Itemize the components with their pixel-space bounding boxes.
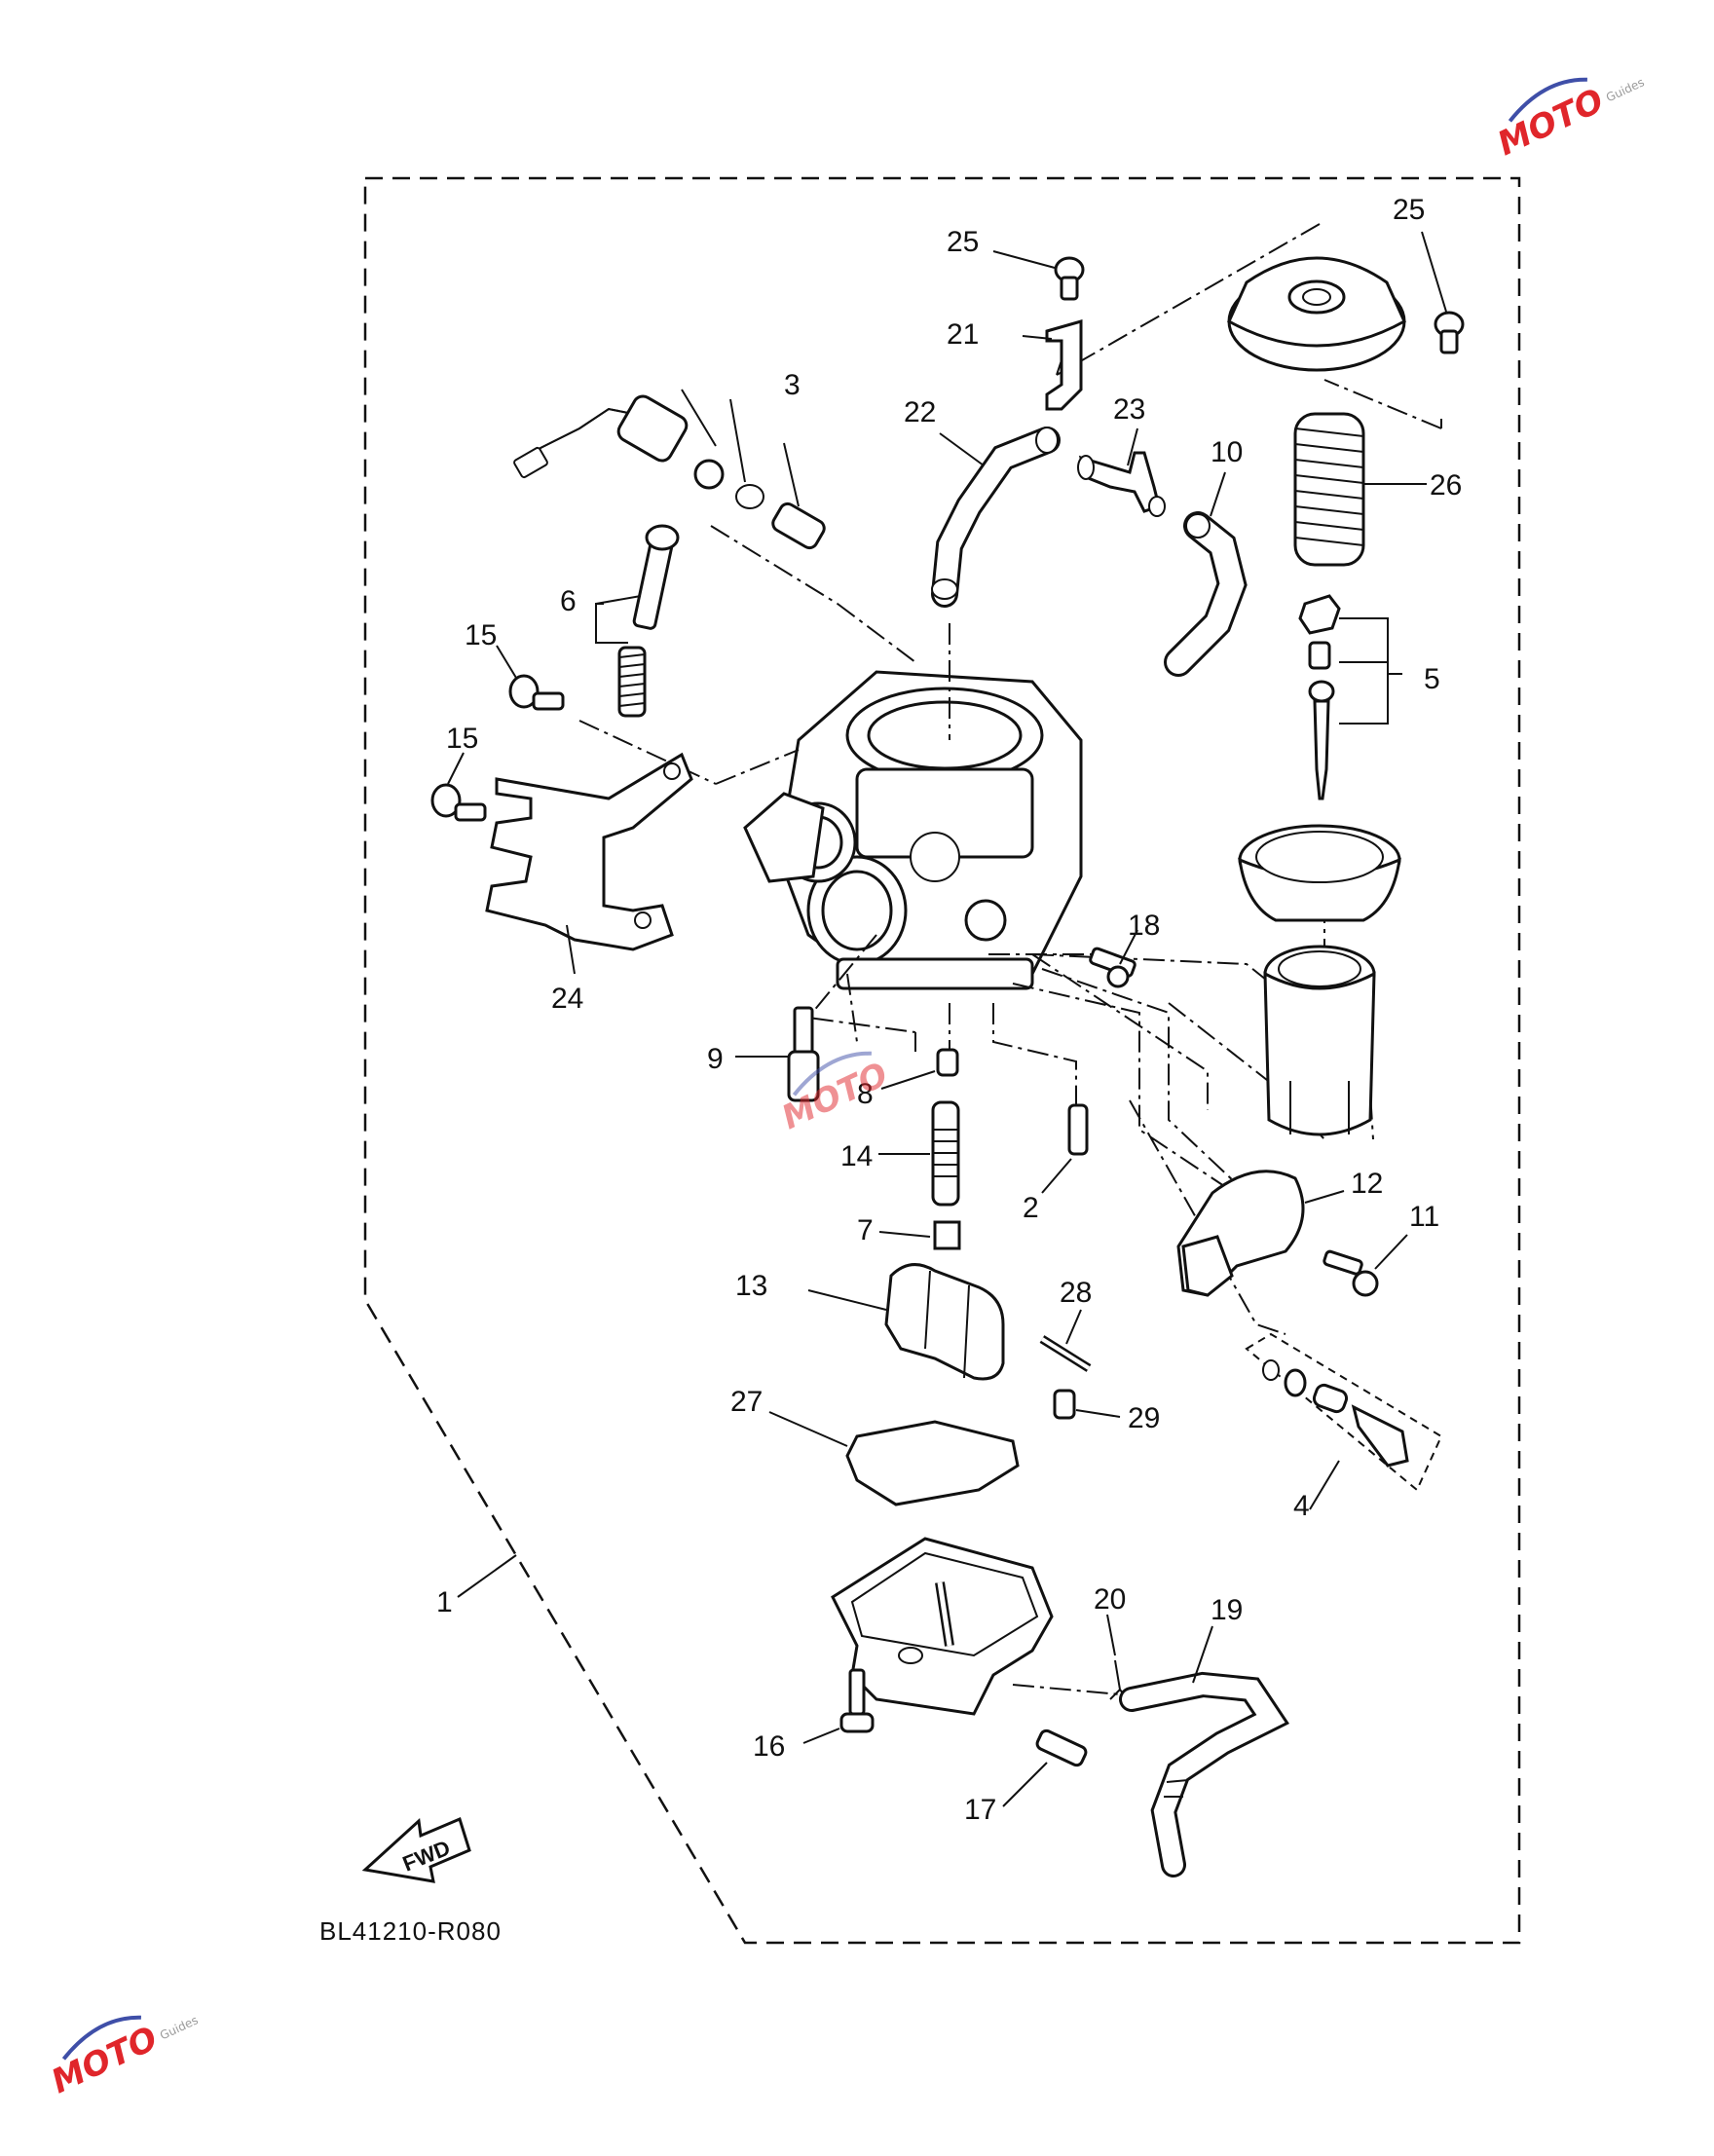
part-labels: 1 2 3 4 5 6 7 8 9 10 11 12 13 14 15 15 1…: [436, 194, 1462, 1826]
part-8-14-7-jets: [878, 1048, 961, 1250]
part-label: 24: [551, 983, 583, 1015]
part-label: 6: [560, 585, 577, 617]
part-label: 22: [904, 396, 936, 428]
part-2-pilot-jet: [1041, 1103, 1089, 1194]
part-label: 4: [1293, 1490, 1310, 1522]
fwd-arrow-icon: FWD: [361, 1816, 471, 1883]
float-bowl: [831, 1537, 1054, 1716]
part-label: 27: [730, 1386, 763, 1418]
part-label: 10: [1211, 436, 1243, 468]
part-label: 14: [840, 1140, 873, 1172]
watermark-subtext: Guides: [1604, 75, 1647, 104]
part-21-clip: [992, 250, 1085, 411]
part-18-screw: [1089, 929, 1138, 988]
part-5-jet-needle: [1298, 594, 1402, 800]
part-label: 25: [1393, 194, 1425, 226]
leader-1: [457, 1554, 517, 1598]
part-16-17-19-20: [802, 1614, 1289, 1877]
part-label: 5: [1424, 663, 1440, 695]
diagram-code: BL41210-R080: [319, 1916, 502, 1946]
part-23-t-joint: [1077, 427, 1166, 517]
part-label: 21: [947, 318, 979, 351]
watermark-subtext: Guides: [158, 2013, 201, 2042]
part-label: 15: [446, 723, 478, 755]
part-label: 11: [1409, 1201, 1439, 1233]
part-24-bracket: [485, 752, 693, 975]
part-label: 3: [784, 369, 801, 401]
part-label: 29: [1128, 1402, 1160, 1434]
watermark-text: MOTO: [1492, 81, 1610, 164]
part-label: 15: [465, 619, 497, 651]
part-label: 19: [1211, 1594, 1243, 1626]
part-label: 26: [1430, 469, 1462, 502]
part-6-screw-spring: [595, 524, 680, 718]
part-label: 8: [857, 1078, 874, 1110]
part-label: 25: [947, 226, 979, 258]
part-26-spring: [1293, 412, 1427, 567]
part-label: 13: [735, 1270, 767, 1302]
part-label: 16: [753, 1730, 785, 1763]
part-label: 23: [1113, 393, 1145, 426]
carburetor-body: [743, 670, 1083, 990]
diaphragm-piston: [1238, 824, 1401, 1136]
watermark-logo-bottom: MOTO Guides: [46, 2013, 201, 2101]
part-13-float: [807, 1263, 1005, 1381]
part-10-hose: [1164, 471, 1248, 677]
part-label: 9: [707, 1043, 724, 1075]
part-12-sensor: [1176, 1170, 1408, 1297]
part-28-29-pin-screw: [1039, 1309, 1121, 1420]
part-label: 17: [964, 1794, 996, 1826]
part-label: 2: [1023, 1192, 1039, 1224]
part-22-hose: [931, 427, 1061, 608]
part-9-screw: [735, 1006, 820, 1102]
part-label: 18: [1128, 910, 1160, 942]
part-3-choke-assembly: [513, 389, 826, 550]
part-4-pilot-screw: [1245, 1332, 1443, 1510]
assembly-boundary: [363, 176, 1521, 1945]
part-25-cover: [1227, 231, 1465, 372]
part-label: 1: [436, 1586, 453, 1618]
part-15-screws: [430, 645, 565, 822]
watermark-logo-top: MOTO Guides: [1492, 75, 1647, 164]
part-label: 20: [1094, 1583, 1126, 1616]
part-27-gasket: [768, 1411, 1020, 1506]
watermark-text: MOTO: [46, 2019, 164, 2101]
part-label: 28: [1060, 1277, 1092, 1309]
part-label: 12: [1351, 1168, 1383, 1200]
part-label: 7: [857, 1214, 874, 1246]
